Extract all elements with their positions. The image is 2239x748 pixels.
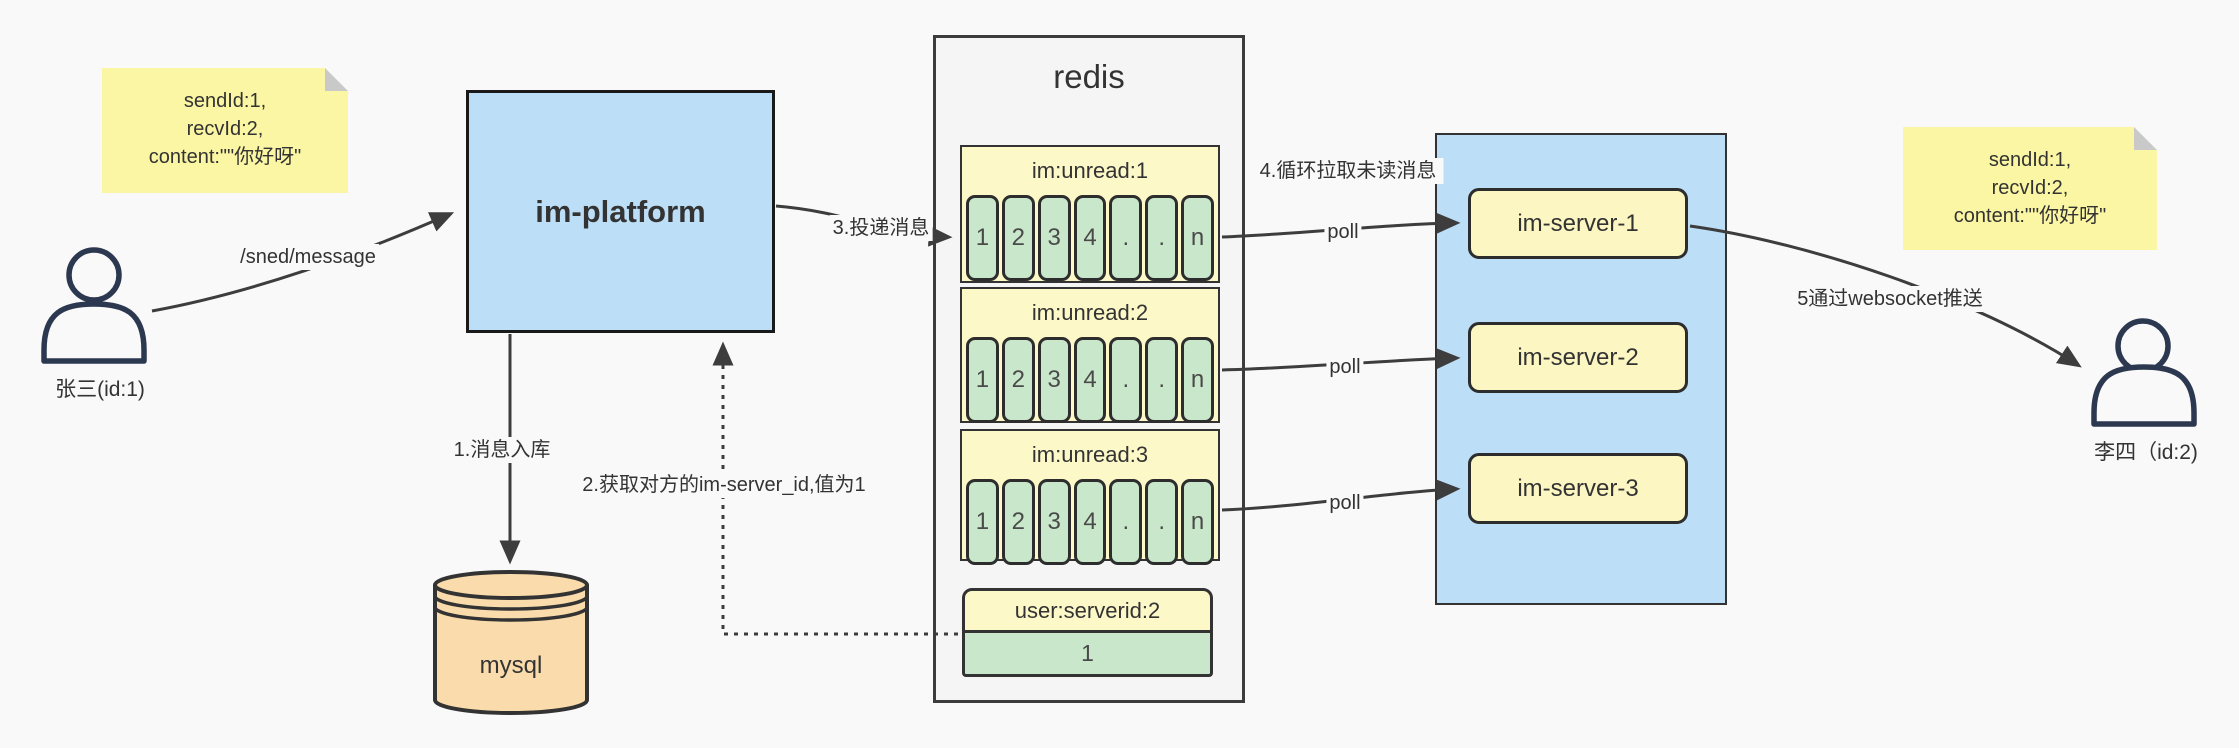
queue-cells: 1 2 3 4 . . n <box>962 195 1218 281</box>
user-icon-receiver <box>2091 318 2197 427</box>
queue-cell: 4 <box>1073 195 1107 281</box>
queue-cells: 1 2 3 4 . . n <box>962 479 1218 565</box>
note-line: content:""你好呀" <box>1953 205 2107 227</box>
node-im-server-1: im-server-1 <box>1468 188 1688 259</box>
note-line: sendId:1, <box>183 90 267 112</box>
receiver-name-label: 李四（id:2) <box>2094 441 2198 464</box>
queue-im-unread-3: im:unread:3 1 2 3 4 . . n <box>960 429 1220 565</box>
queue-cell: . <box>1109 479 1143 565</box>
edge-label-pull: 4.循环拉取未读消息 <box>1252 158 1444 184</box>
queue-cell: . <box>1145 195 1179 281</box>
queue-cell: 1 <box>966 479 999 565</box>
im-server-3-label: im-server-3 <box>1517 474 1639 502</box>
queue-cell: n <box>1181 337 1215 423</box>
queue-cell: 2 <box>1001 479 1035 565</box>
edge-label-send: /sned/message <box>237 244 379 270</box>
queue-cell: 2 <box>1001 195 1035 281</box>
edge-label-poll-1: poll <box>1324 219 1362 245</box>
note-receiver-payload: sendId:1, recvId:2, content:""你好呀" <box>1903 127 2157 250</box>
queue-cell: n <box>1181 479 1215 565</box>
queue-cell: . <box>1145 479 1179 565</box>
queue-cell: . <box>1109 337 1143 423</box>
note-line: content:""你好呀" <box>148 146 302 168</box>
queue-header: im:unread:1 <box>1031 158 1149 183</box>
queue-cell: 3 <box>1037 195 1071 281</box>
queue-header: im:unread:3 <box>1031 442 1149 467</box>
note-line: sendId:1, <box>1988 149 2072 171</box>
queue-cell: 1 <box>966 337 999 423</box>
im-server-1-label: im-server-1 <box>1517 209 1639 237</box>
queue-cell: 3 <box>1037 337 1071 423</box>
queue-cell: 1 <box>966 195 999 281</box>
queue-cells: 1 2 3 4 . . n <box>962 337 1218 423</box>
queue-cell: 2 <box>1001 337 1035 423</box>
node-im-platform: im-platform <box>466 90 775 333</box>
note-sender-payload: sendId:1, recvId:2, content:""你好呀" <box>102 68 348 193</box>
note-line: recvId:2, <box>1991 177 2069 199</box>
edge-label-lookup: 2.获取对方的im-server_id,值为1 <box>579 472 869 498</box>
edge-label-poll-2: poll <box>1326 354 1364 380</box>
database-icon <box>433 570 589 715</box>
queue-cell: 3 <box>1037 479 1071 565</box>
redis-title: redis <box>1053 58 1125 95</box>
node-im-server-2: im-server-2 <box>1468 322 1688 393</box>
note-fold-icon <box>325 68 348 91</box>
queue-im-unread-2: im:unread:2 1 2 3 4 . . n <box>960 287 1220 423</box>
kv-value: 1 <box>962 633 1213 677</box>
queue-header: im:unread:2 <box>1031 300 1149 325</box>
user-icon-sender <box>41 247 147 364</box>
edge-label-poll-3: poll <box>1326 490 1364 516</box>
queue-cell: 4 <box>1073 337 1107 423</box>
kv-header: user:serverid:2 <box>962 588 1213 633</box>
database-label: mysql <box>479 652 543 679</box>
kv-user-serverid: user:serverid:2 1 <box>962 588 1213 677</box>
node-im-server-3: im-server-3 <box>1468 453 1688 524</box>
im-server-2-label: im-server-2 <box>1517 343 1639 371</box>
note-line: recvId:2, <box>186 118 264 140</box>
queue-cell: . <box>1109 195 1143 281</box>
im-platform-label: im-platform <box>535 193 706 229</box>
sender-name-label: 张三(id:1) <box>55 378 145 401</box>
note-fold-icon <box>2134 127 2157 150</box>
queue-im-unread-1: im:unread:1 1 2 3 4 . . n <box>960 145 1220 283</box>
edge-label-deliver: 3.投递消息 <box>829 215 933 241</box>
queue-cell: n <box>1181 195 1215 281</box>
edge-label-store: 1.消息入库 <box>450 437 554 463</box>
queue-cell: . <box>1145 337 1179 423</box>
edge-label-push: 5通过websocket推送 <box>1794 286 1986 312</box>
queue-cell: 4 <box>1073 479 1107 565</box>
